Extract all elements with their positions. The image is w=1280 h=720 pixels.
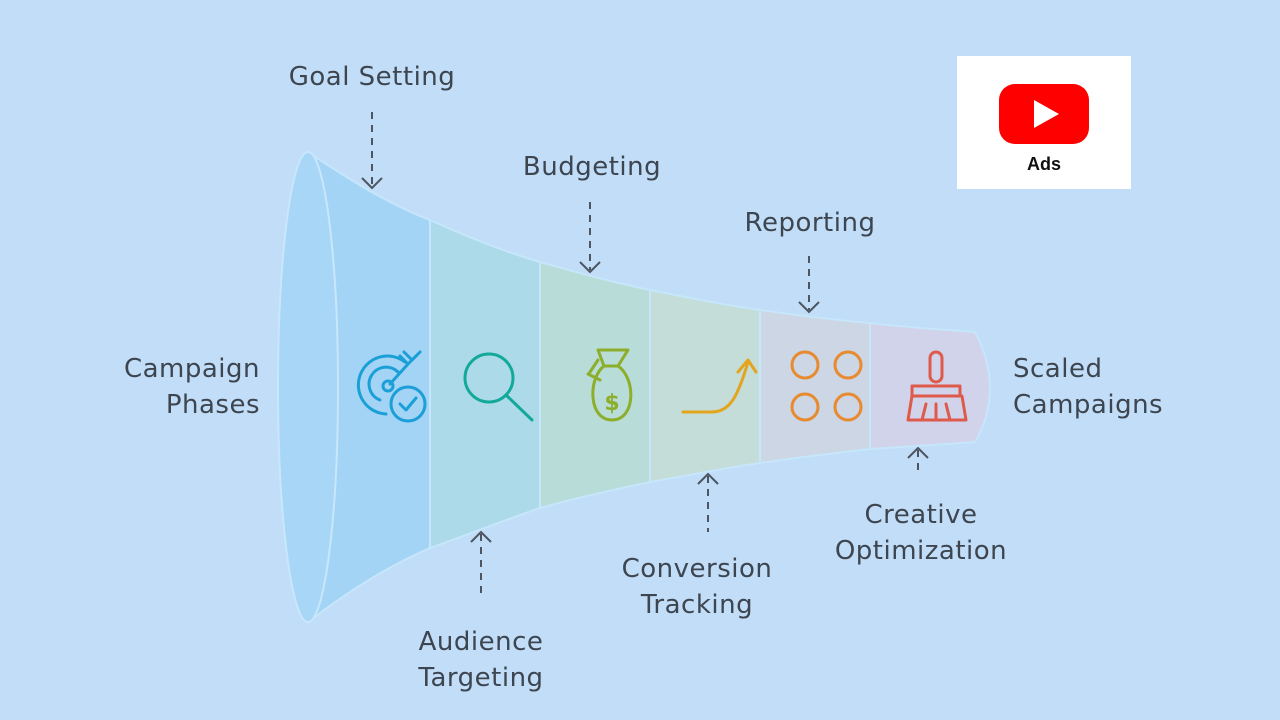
funnel-segment-5 <box>759 308 871 465</box>
arrow-creative-optimization <box>907 446 929 476</box>
label-line: Creative <box>864 500 978 530</box>
label-reporting: Reporting <box>722 205 898 241</box>
label-goal-setting: Goal Setting <box>262 59 482 95</box>
label-line: Goal Setting <box>288 62 456 92</box>
label-scaled-campaigns: Scaled Campaigns <box>1013 351 1193 423</box>
arrow-reporting <box>798 256 820 314</box>
label-campaign-phases: Campaign Phases <box>100 351 260 423</box>
arrow-audience-targeting <box>470 530 492 598</box>
label-creative-optimization: Creative Optimization <box>816 497 1026 569</box>
growth-arrow-icon <box>681 358 758 414</box>
youtube-ads-logo: Ads <box>957 56 1131 189</box>
label-line: Campaign <box>123 354 260 384</box>
brush-icon <box>906 350 968 422</box>
label-budgeting: Budgeting <box>500 149 684 185</box>
arrow-conversion-tracking <box>697 472 719 532</box>
label-line: Phases <box>165 390 260 420</box>
label-line: Scaled <box>1013 354 1103 384</box>
label-audience-targeting: Audience Targeting <box>396 624 566 696</box>
label-line: Audience <box>418 627 544 657</box>
funnel-segment-2 <box>429 218 541 550</box>
funnel-mouth <box>277 151 339 623</box>
grid-circles-icon <box>790 350 863 422</box>
arrow-budgeting <box>579 202 601 274</box>
youtube-play-icon <box>999 84 1089 144</box>
label-line: Budgeting <box>522 152 662 182</box>
label-line: Tracking <box>640 590 754 620</box>
label-line: Reporting <box>744 208 876 238</box>
logo-label: Ads <box>1026 154 1061 174</box>
funnel-segment-4 <box>649 288 761 484</box>
label-line: Optimization <box>834 536 1008 566</box>
label-line: Targeting <box>418 663 544 693</box>
arrow-goal-setting <box>361 112 383 190</box>
label-conversion-tracking: Conversion Tracking <box>604 551 790 623</box>
search-icon <box>463 352 534 422</box>
label-line: Campaigns <box>1013 390 1164 420</box>
label-line: Conversion <box>621 554 773 584</box>
target-check-icon <box>356 350 427 423</box>
svg-text:$: $ <box>604 391 619 416</box>
money-bag-icon: $ <box>586 348 633 422</box>
